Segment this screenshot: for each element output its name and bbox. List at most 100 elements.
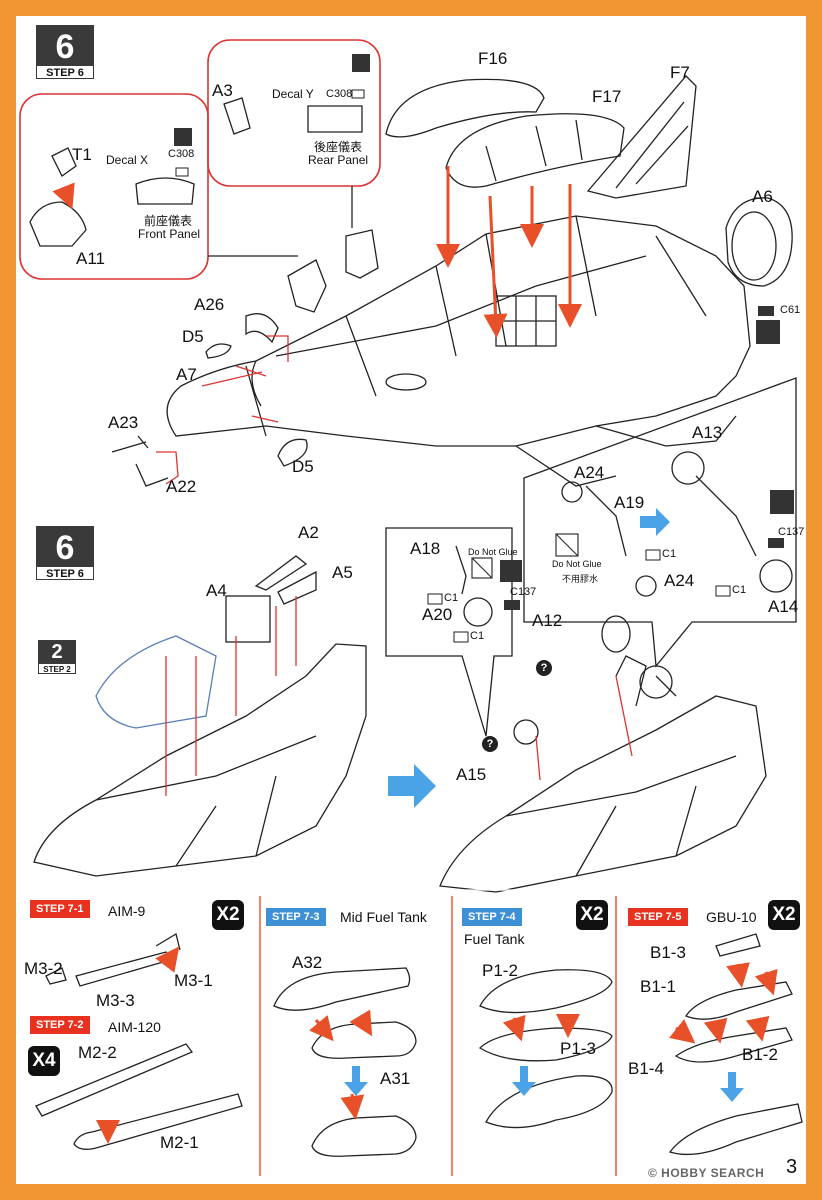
label-a19: A19 — [614, 493, 645, 512]
front-panel-shape — [135, 177, 195, 205]
step-7-3-name: Mid Fuel Tank — [340, 909, 427, 925]
step-7-4-tag: STEP 7-4 — [462, 908, 522, 926]
color-code-c308-rear: C308 — [326, 88, 353, 100]
paint-icon-rear — [352, 54, 370, 72]
label-a20: A20 — [422, 605, 453, 624]
step-6-top-label: STEP 6 — [36, 65, 94, 79]
label-a12: A12 — [532, 611, 563, 630]
color-code-c1-b: C1 — [470, 630, 485, 642]
detail-box-right — [523, 377, 797, 668]
seat-front — [287, 259, 327, 313]
step-7-4-name: Fuel Tank — [464, 931, 525, 947]
label-a15: A15 — [456, 765, 487, 784]
pitot-a23 — [111, 435, 149, 453]
aim120-m2-1 — [73, 1093, 243, 1150]
instruction-sheet: 6 STEP 6 6 STEP 6 2 STEP 2 T1 A11 Decal … — [16, 16, 806, 1184]
label-m2-2: M2-2 — [78, 1043, 117, 1062]
label-f7: F7 — [670, 63, 690, 82]
canopy-f17 — [445, 113, 625, 188]
aim120-m2-2 — [35, 1043, 194, 1117]
label-a6: A6 — [752, 187, 773, 206]
fuselage-mid-right — [439, 695, 767, 893]
step-7-1-name: AIM-9 — [108, 903, 146, 919]
step-7-5-tag: STEP 7-5 — [628, 908, 688, 926]
aim9-shape — [75, 951, 171, 987]
gbu10-b1-2 — [674, 1027, 793, 1063]
label-m2-1: M2-1 — [160, 1133, 199, 1152]
step-2-reference: 2 STEP 2 — [38, 640, 76, 674]
paint-icon-c137-right — [770, 490, 794, 514]
label-a31: A31 — [380, 1069, 411, 1088]
label-a13: A13 — [692, 423, 723, 442]
step-6-mid-number: 6 — [55, 529, 75, 567]
part-t1 — [51, 147, 77, 177]
step-7-5-multiplier: X2 — [768, 900, 800, 930]
canopy-f16 — [385, 78, 545, 138]
do-not-glue-right: Do Not Glue — [552, 559, 602, 569]
color-code-c137-left: C137 — [510, 586, 537, 598]
fuel-tank-assembled — [485, 1075, 613, 1129]
part-d5-bottom — [277, 438, 308, 467]
page-number: 3 — [786, 1156, 798, 1178]
step-6-mid-label: STEP 6 — [36, 566, 94, 580]
rear-panel-callout-box — [207, 39, 381, 187]
step-7-5-name: GBU-10 — [706, 909, 757, 925]
detail-box-left — [385, 527, 513, 737]
gbu10-b1-3 — [715, 933, 761, 957]
seat-rear — [345, 229, 379, 279]
part-a26 — [245, 313, 279, 344]
canopy-raised — [95, 635, 217, 729]
color-code-c1-d: C1 — [732, 584, 747, 596]
paint-icon-c137-left — [500, 560, 522, 582]
blue-arrow-detail — [640, 508, 670, 536]
front-panel-caption-cn: 前座儀表 — [144, 214, 193, 228]
label-decal-y: Decal Y — [272, 87, 314, 101]
mid-tank-a31-bottom — [311, 1115, 417, 1157]
label-a5: A5 — [332, 563, 353, 582]
tail-fin-f7 — [586, 75, 697, 199]
step-7-4-multiplier: X2 — [576, 900, 608, 930]
step-7-2-tag: STEP 7-2 — [30, 1016, 90, 1034]
gbu10-b1-1 — [685, 981, 793, 1020]
color-code-c1-c: C1 — [662, 548, 677, 560]
fuselage-mid-left — [33, 643, 367, 877]
step-7-2-name: AIM-120 — [108, 1019, 161, 1035]
step-2-label: STEP 2 — [38, 663, 76, 674]
mid-tank-a31-top — [311, 1021, 417, 1059]
step-7-1-multiplier: X2 — [212, 900, 244, 930]
label-b1-4: B1-4 — [628, 1059, 664, 1078]
front-panel-callout-box — [19, 93, 209, 280]
label-b1-1: B1-1 — [640, 977, 676, 996]
do-not-glue-right-cn: 不用膠水 — [562, 575, 599, 585]
step-6-top: 6 STEP 6 — [36, 25, 94, 79]
help-icon-a12: ? — [536, 660, 552, 676]
color-chip-c137-right — [768, 538, 784, 548]
label-d5-bottom: D5 — [292, 457, 314, 476]
step-7-3-tag: STEP 7-3 — [266, 908, 326, 926]
label-decal-x: Decal X — [106, 153, 149, 167]
step-7-2-multiplier: X4 — [28, 1046, 60, 1076]
label-m3-3: M3-3 — [96, 991, 135, 1010]
label-d5-top: D5 — [182, 327, 204, 346]
color-code-c61: C61 — [780, 304, 801, 316]
part-a11 — [29, 201, 87, 247]
label-a11: A11 — [76, 249, 105, 268]
rear-panel-shape — [307, 105, 363, 133]
color-chip-c61 — [758, 306, 774, 316]
label-a2: A2 — [298, 523, 319, 542]
front-panel-caption-en: Front Panel — [138, 227, 201, 241]
blue-arrow-mid — [388, 764, 436, 808]
label-t1: T1 — [72, 145, 92, 164]
watermark: © HOBBY SEARCH — [648, 1166, 765, 1180]
paint-icon-front — [174, 128, 192, 146]
label-a7: A7 — [176, 365, 197, 384]
no-glue-icon-right — [555, 533, 579, 557]
step-2-number: 2 — [51, 641, 63, 663]
label-f17: F17 — [592, 87, 622, 106]
label-a3: A3 — [212, 81, 233, 100]
color-code-c308-front: C308 — [168, 148, 195, 160]
label-a14: A14 — [768, 597, 799, 616]
engine-nozzle-a6 — [725, 197, 793, 287]
color-code-c137-right: C137 — [778, 526, 805, 538]
label-a18: A18 — [410, 539, 441, 558]
